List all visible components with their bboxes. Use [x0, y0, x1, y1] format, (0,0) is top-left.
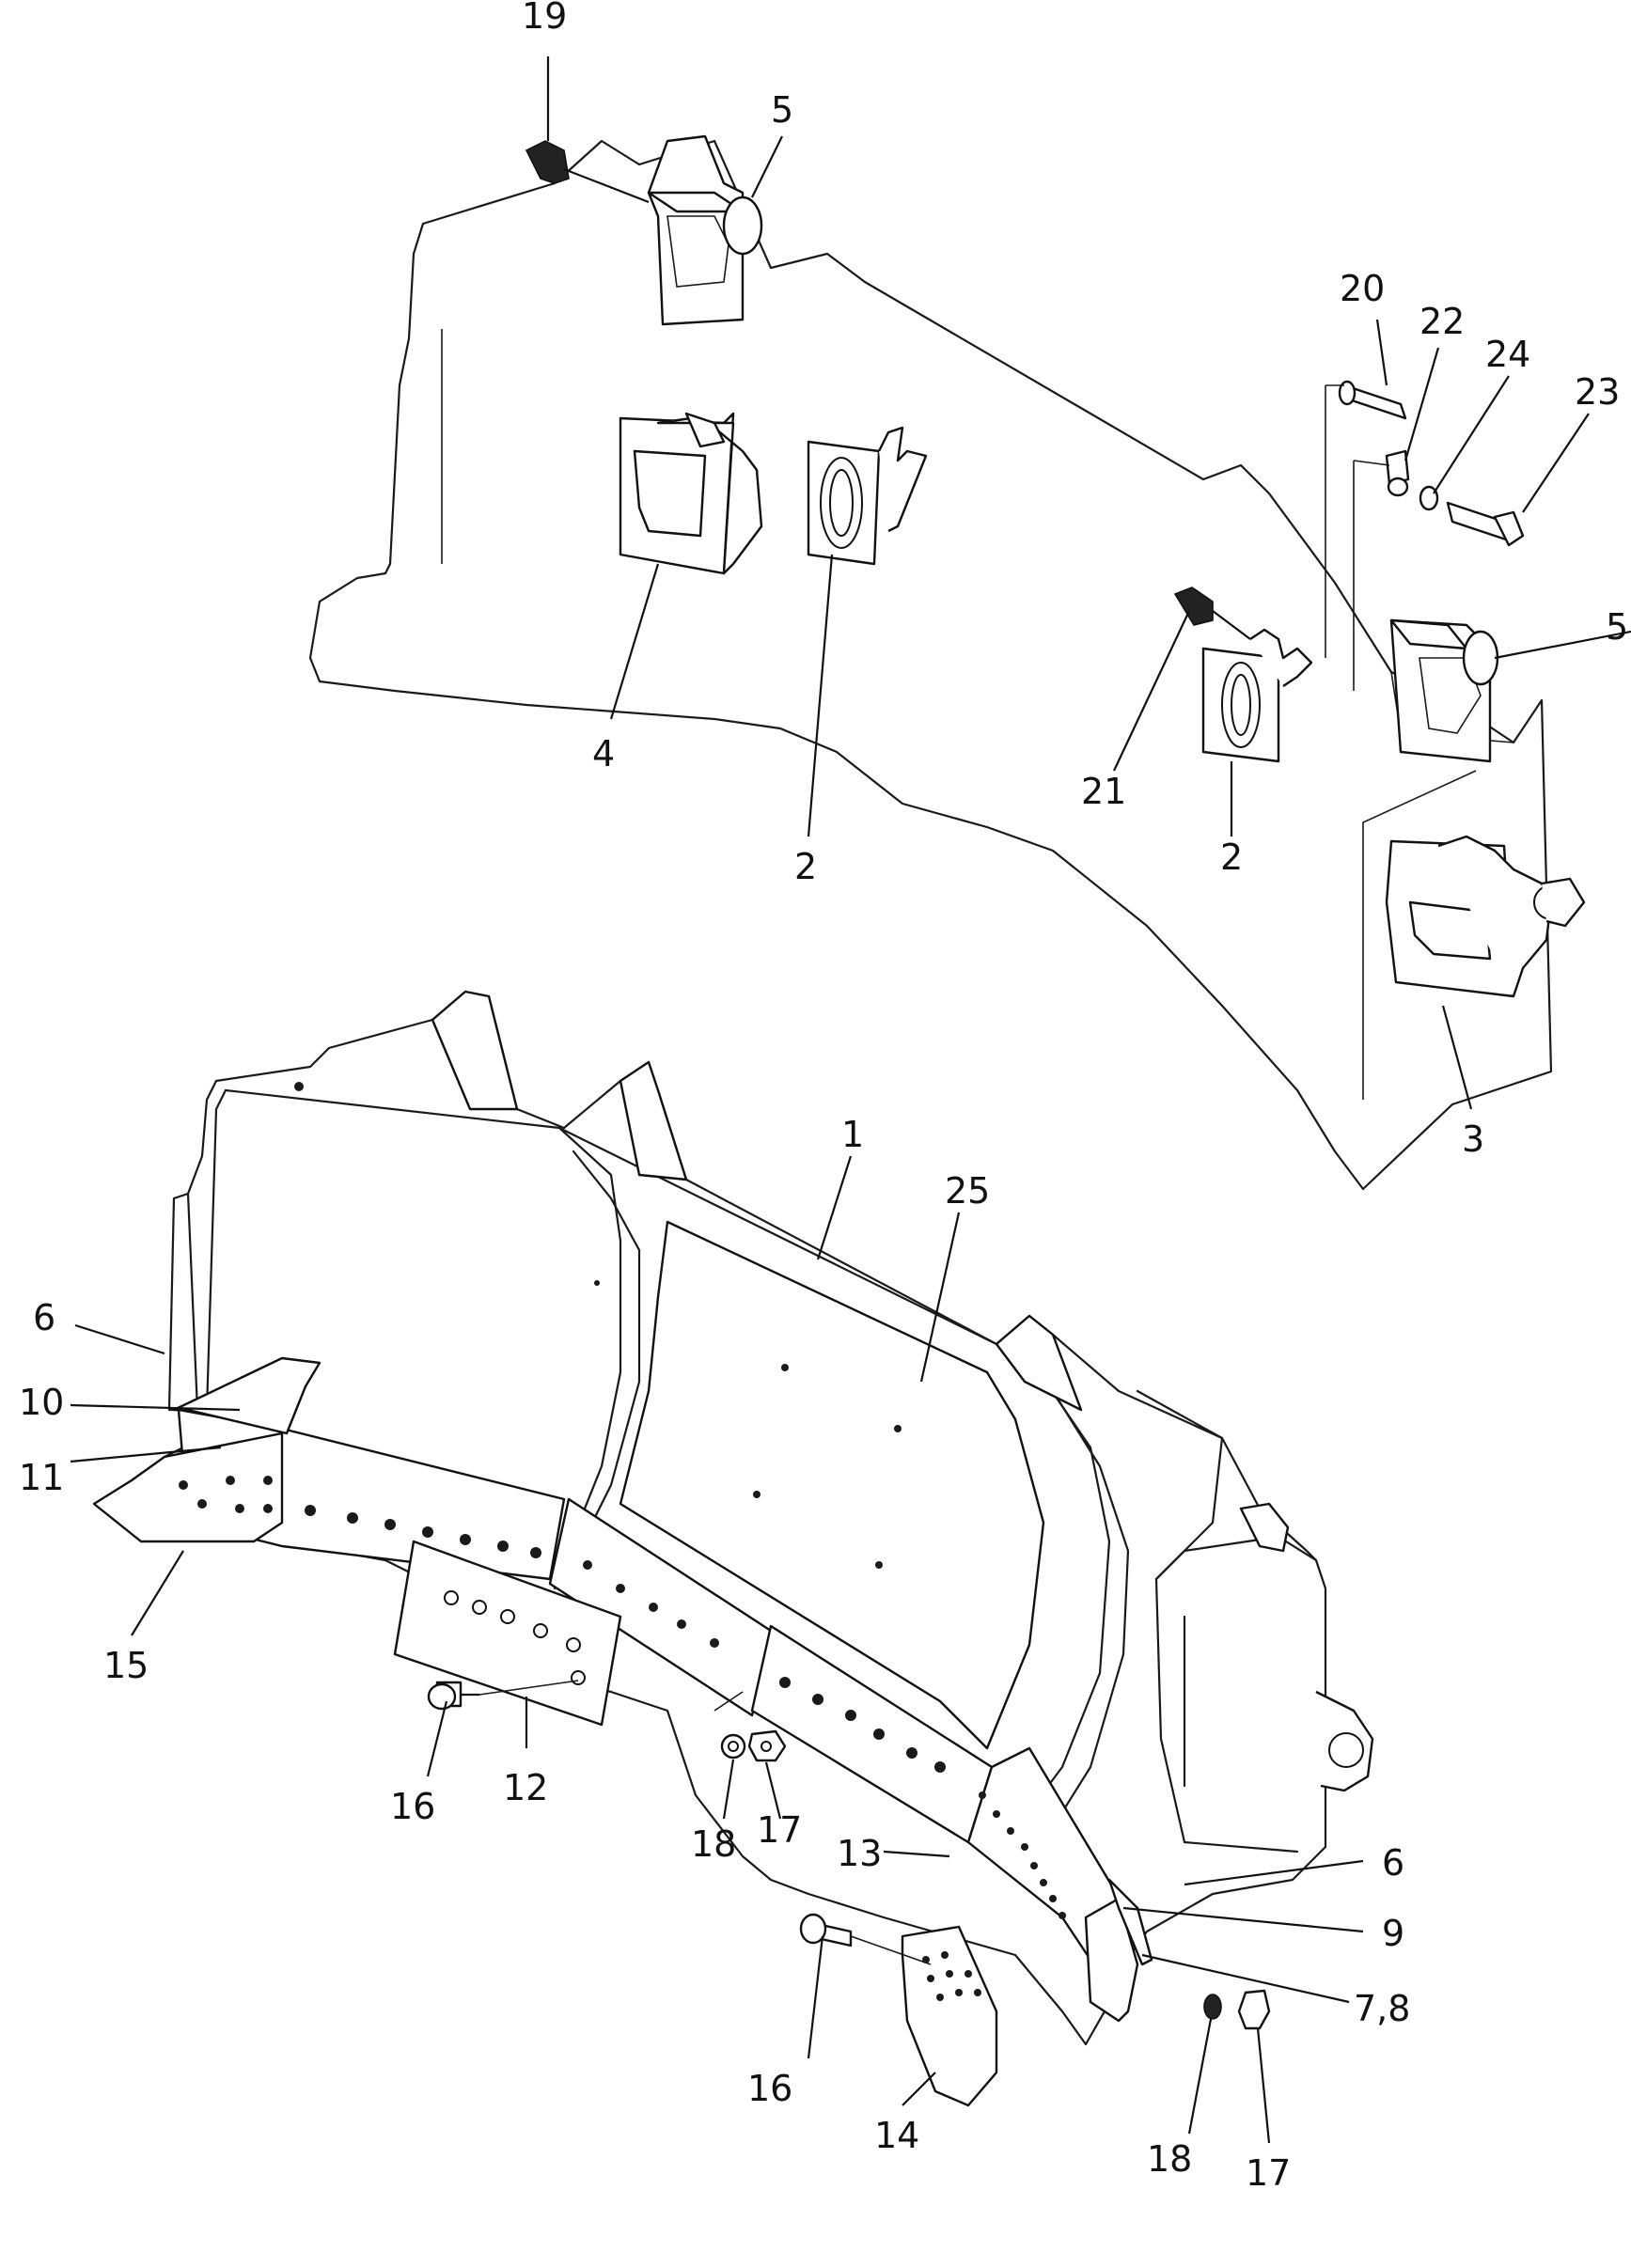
bolt-16-left [427, 1681, 479, 1711]
callout-22: 22 [1419, 301, 1465, 342]
nut-17-left [747, 1729, 787, 1762]
bolt-16-right [799, 1913, 853, 1947]
cutting-edge-center [548, 1497, 773, 1717]
leader-lines [70, 56, 1631, 2144]
callout-2-right: 2 [1220, 837, 1243, 878]
callout-5-upper-left: 5 [771, 89, 793, 131]
pin-hardware [1325, 380, 1525, 691]
callout-10: 10 [19, 1382, 64, 1423]
bracket-5-left [647, 134, 763, 326]
callout-3: 3 [1462, 1118, 1484, 1160]
corner-7-8-9 [1084, 1878, 1153, 2023]
callout-19: 19 [522, 0, 567, 37]
callout-25: 25 [945, 1170, 990, 1212]
nut-17-right [1237, 1989, 1271, 2030]
callout-9: 9 [1382, 1913, 1404, 1954]
plate-2-left [807, 426, 928, 566]
callout-14: 14 [874, 2115, 919, 2156]
washer-18-left [720, 1733, 746, 1760]
plate-3 [1385, 835, 1586, 998]
callout-4: 4 [592, 733, 615, 774]
callout-13: 13 [837, 1833, 882, 1874]
washer-18-right [1203, 1994, 1222, 2020]
plate-2-right [1201, 628, 1313, 763]
callout-16-left: 16 [390, 1786, 435, 1827]
callout-5-right: 5 [1606, 606, 1628, 648]
callout-18-right: 18 [1147, 2138, 1192, 2180]
plate-4 [619, 412, 763, 575]
callout-6-left: 6 [33, 1297, 55, 1338]
callout-17-right: 17 [1246, 2152, 1291, 2194]
callout-16-right: 16 [747, 2068, 792, 2109]
callout-18-left: 18 [691, 1823, 736, 1865]
callout-17-left: 17 [757, 1809, 802, 1851]
callout-24: 24 [1485, 334, 1530, 375]
callout-15: 15 [103, 1645, 149, 1686]
callout-11: 11 [19, 1457, 64, 1498]
grease-fitting-19 [525, 140, 650, 204]
end-bit-15 [92, 1431, 284, 1543]
grease-fitting-21 [1173, 587, 1251, 640]
callout-2-left: 2 [794, 846, 817, 887]
callout-6-right: 6 [1382, 1842, 1404, 1884]
callout-21: 21 [1081, 771, 1126, 812]
plate-12 [393, 1540, 622, 1727]
callout-1: 1 [841, 1114, 864, 1155]
callout-labels: 19 5 20 22 24 23 5 4 2 21 2 3 1 25 6 10 … [19, 0, 1628, 2194]
callout-7-8: 7,8 [1354, 1988, 1410, 2029]
end-bit-14 [901, 1925, 998, 2107]
callout-12: 12 [503, 1767, 548, 1808]
end-bit-10 [172, 1356, 321, 1435]
bracket-5-right [1389, 618, 1499, 763]
callout-20: 20 [1340, 268, 1385, 309]
callout-23: 23 [1575, 371, 1620, 413]
